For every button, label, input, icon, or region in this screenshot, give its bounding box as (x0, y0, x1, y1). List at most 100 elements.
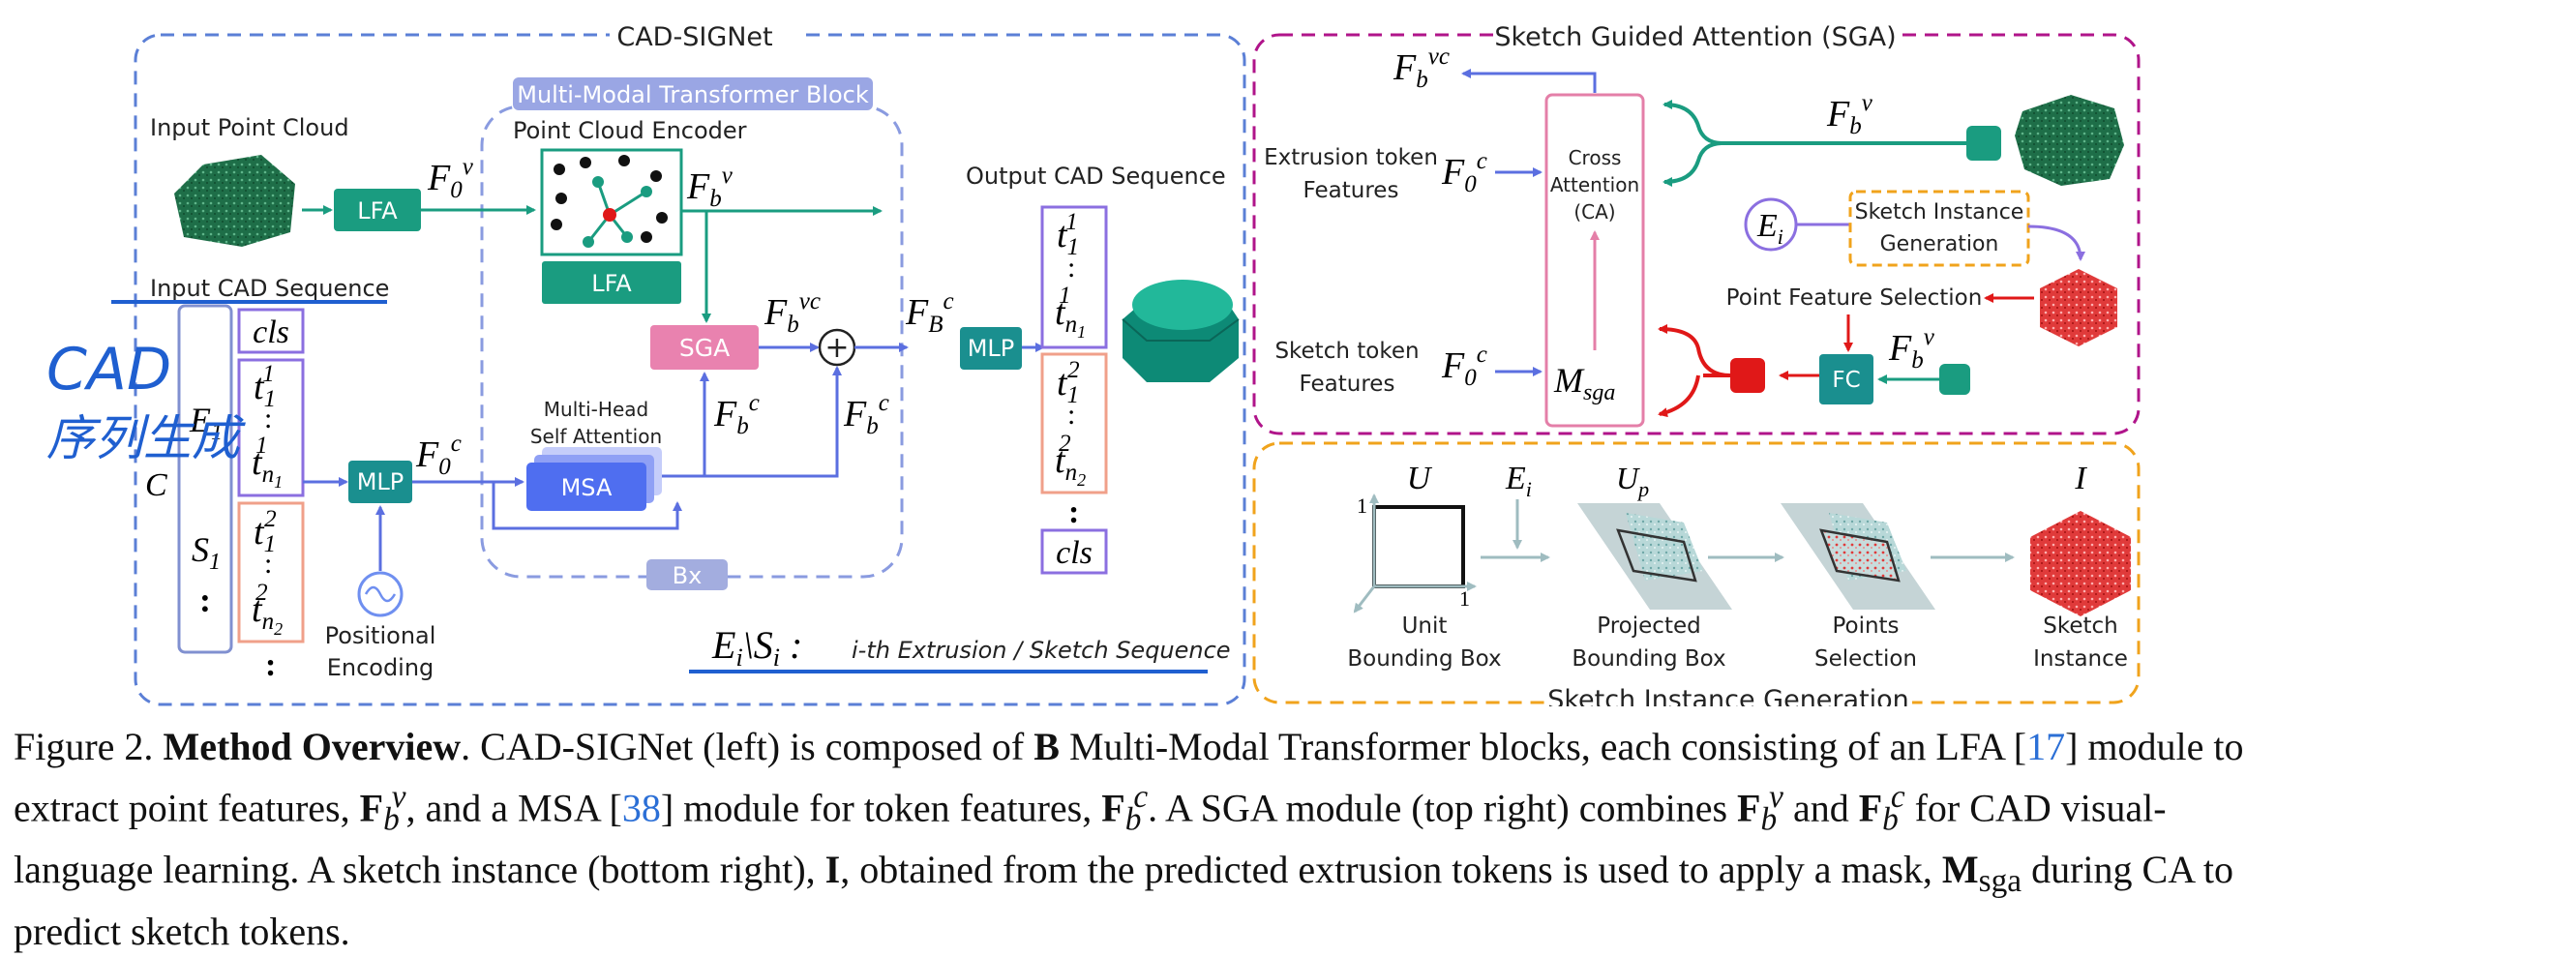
F0c-label: F0c (415, 431, 462, 480)
feature-square-green-bottom (1939, 364, 1970, 395)
F0c-extrusion: F0c (1441, 148, 1487, 197)
Fbv-label: Fbv (686, 163, 734, 212)
Fbc-label-mid: Fbc (713, 390, 760, 439)
Ei-symbol-sig: Ei (1505, 461, 1532, 501)
panel-title-sga: Sketch Guided Attention (SGA) (1494, 22, 1896, 52)
Fbv-label-sga: Fbv (1826, 90, 1873, 139)
svg-text:1: 1 (1459, 586, 1470, 611)
svg-text:SGA: SGA (679, 334, 730, 362)
Up-symbol: Up (1616, 461, 1649, 501)
sga-panel (1252, 33, 2141, 435)
panel-title-sig: Sketch Instance Generation (1547, 685, 1909, 706)
FBc-label: FBc (905, 288, 954, 338)
svg-text:Selection: Selection (1814, 646, 1917, 672)
pos-enc-label-1: Positional (325, 622, 436, 649)
sketch-features-2: Features (1300, 372, 1395, 397)
svg-text:LFA: LFA (591, 270, 632, 297)
svg-text:Sketch: Sketch (2043, 613, 2118, 639)
svg-text:序列生成: 序列生成 (46, 410, 246, 466)
pce-label: Point Cloud Encoder (513, 117, 747, 144)
input-point-cloud (174, 155, 295, 247)
svg-text:Points: Points (1832, 613, 1899, 639)
msa-block (526, 463, 646, 511)
input-token-s1 (237, 501, 305, 643)
svg-text:Bounding Box: Bounding Box (1347, 646, 1501, 672)
projected-bbox (1616, 528, 1697, 583)
method-overview-figure: CAD-SIGNet Multi-Modal Transformer Block… (46, 22, 2141, 706)
svg-text:t11: t11 (1057, 209, 1078, 260)
svg-text:Instance: Instance (2033, 646, 2128, 672)
feature-square-red (1730, 358, 1765, 393)
svg-text:CAD: CAD (46, 336, 171, 404)
svg-text::: : (265, 647, 276, 683)
I-symbol: I (2074, 461, 2087, 496)
U-symbol: U (1407, 461, 1433, 496)
Fbv-label-fc: Fbv (1888, 324, 1935, 374)
panel-title-cadsignet: CAD-SIGNet (616, 22, 772, 52)
svg-text:t11: t11 (254, 361, 275, 412)
svg-text:Sketch Instance: Sketch Instance (1855, 200, 2024, 224)
mlp-output (960, 327, 1022, 370)
svg-text::: : (199, 581, 211, 619)
svg-text:Bounding Box: Bounding Box (1572, 646, 1725, 672)
pos-enc-label-2: Encoding (327, 654, 434, 681)
sga-block (650, 325, 759, 370)
input-sequence-bar (177, 304, 233, 654)
legend-symbol: Ei\Si : (711, 623, 802, 672)
sketch-features-1: Sketch token (1274, 339, 1419, 364)
svg-text:cls: cls (1056, 535, 1093, 571)
svg-text:MSA: MSA (561, 474, 613, 501)
input-point-cloud-label: Input Point Cloud (150, 114, 349, 141)
extrusion-features-1: Extrusion token (1264, 145, 1438, 170)
Fbvc-label-sga: Fbvc (1393, 44, 1450, 93)
svg-text:Cross: Cross (1569, 146, 1622, 169)
svg-text:t12: t12 (1057, 357, 1080, 408)
svg-text:MLP: MLP (357, 468, 404, 495)
sig-box (1848, 190, 2030, 267)
caption-title: Method Overview (163, 725, 462, 768)
svg-text:+: + (824, 331, 849, 365)
feature-square-green-top (1966, 126, 2001, 161)
F0c-sketch: F0c (1441, 342, 1487, 391)
handwritten-annotation: CAD 序列生成 (46, 336, 246, 466)
lfa-block-input (334, 189, 421, 231)
legend-text: i-th Extrusion / Sketch Sequence (852, 637, 1231, 664)
input-cad-label: Input CAD Sequence (150, 275, 389, 302)
Fbvc-label-left: Fbvc (764, 288, 821, 338)
points-selection-bbox (1819, 528, 1901, 583)
cadsignet-panel (134, 33, 1246, 706)
sga-point-cloud (2015, 95, 2124, 186)
svg-text::: : (1067, 399, 1075, 431)
output-cad-label: Output CAD Sequence (966, 163, 1226, 190)
figure-caption: Figure 2. Method Overview. CAD-SIGNet (l… (14, 725, 2244, 954)
mhsa-label-2: Self Attention (530, 425, 662, 448)
input-token-e1 (237, 358, 305, 497)
svg-text:t12: t12 (254, 506, 277, 557)
mhsa-label-1: Multi-Head (544, 398, 648, 421)
citation-38[interactable]: 38 (621, 786, 661, 830)
unit-bounding-box (1372, 505, 1465, 588)
svg-text:Unit: Unit (1402, 613, 1448, 639)
extrusion-features-2: Features (1303, 178, 1399, 203)
svg-text:(CA): (CA) (1573, 200, 1615, 224)
output-token-e1 (1040, 205, 1108, 349)
svg-text:cls: cls (253, 314, 289, 350)
lfa-points (551, 155, 668, 248)
svg-text:Projected: Projected (1597, 613, 1700, 639)
citation-17[interactable]: 17 (2026, 725, 2066, 768)
svg-text:Attention: Attention (1550, 173, 1639, 196)
mlp-input (348, 461, 412, 503)
sketch-instance-hex (2030, 511, 2131, 616)
input-token-cls (237, 308, 305, 354)
svg-text:C: C (145, 467, 167, 503)
sketch-instance-hex-sga (2040, 269, 2117, 346)
bx-label: Bx (673, 562, 703, 589)
Fbc-label-right: Fbc (843, 390, 889, 439)
svg-text:1: 1 (1357, 493, 1367, 518)
point-feature-selection: Point Feature Selection (1726, 285, 1983, 311)
lfa-block-encoder (542, 261, 681, 304)
Msga-label: Msga (1553, 361, 1615, 405)
output-token-s1 (1040, 352, 1108, 494)
svg-text:LFA: LFA (357, 197, 398, 224)
svg-text::: : (264, 403, 272, 434)
